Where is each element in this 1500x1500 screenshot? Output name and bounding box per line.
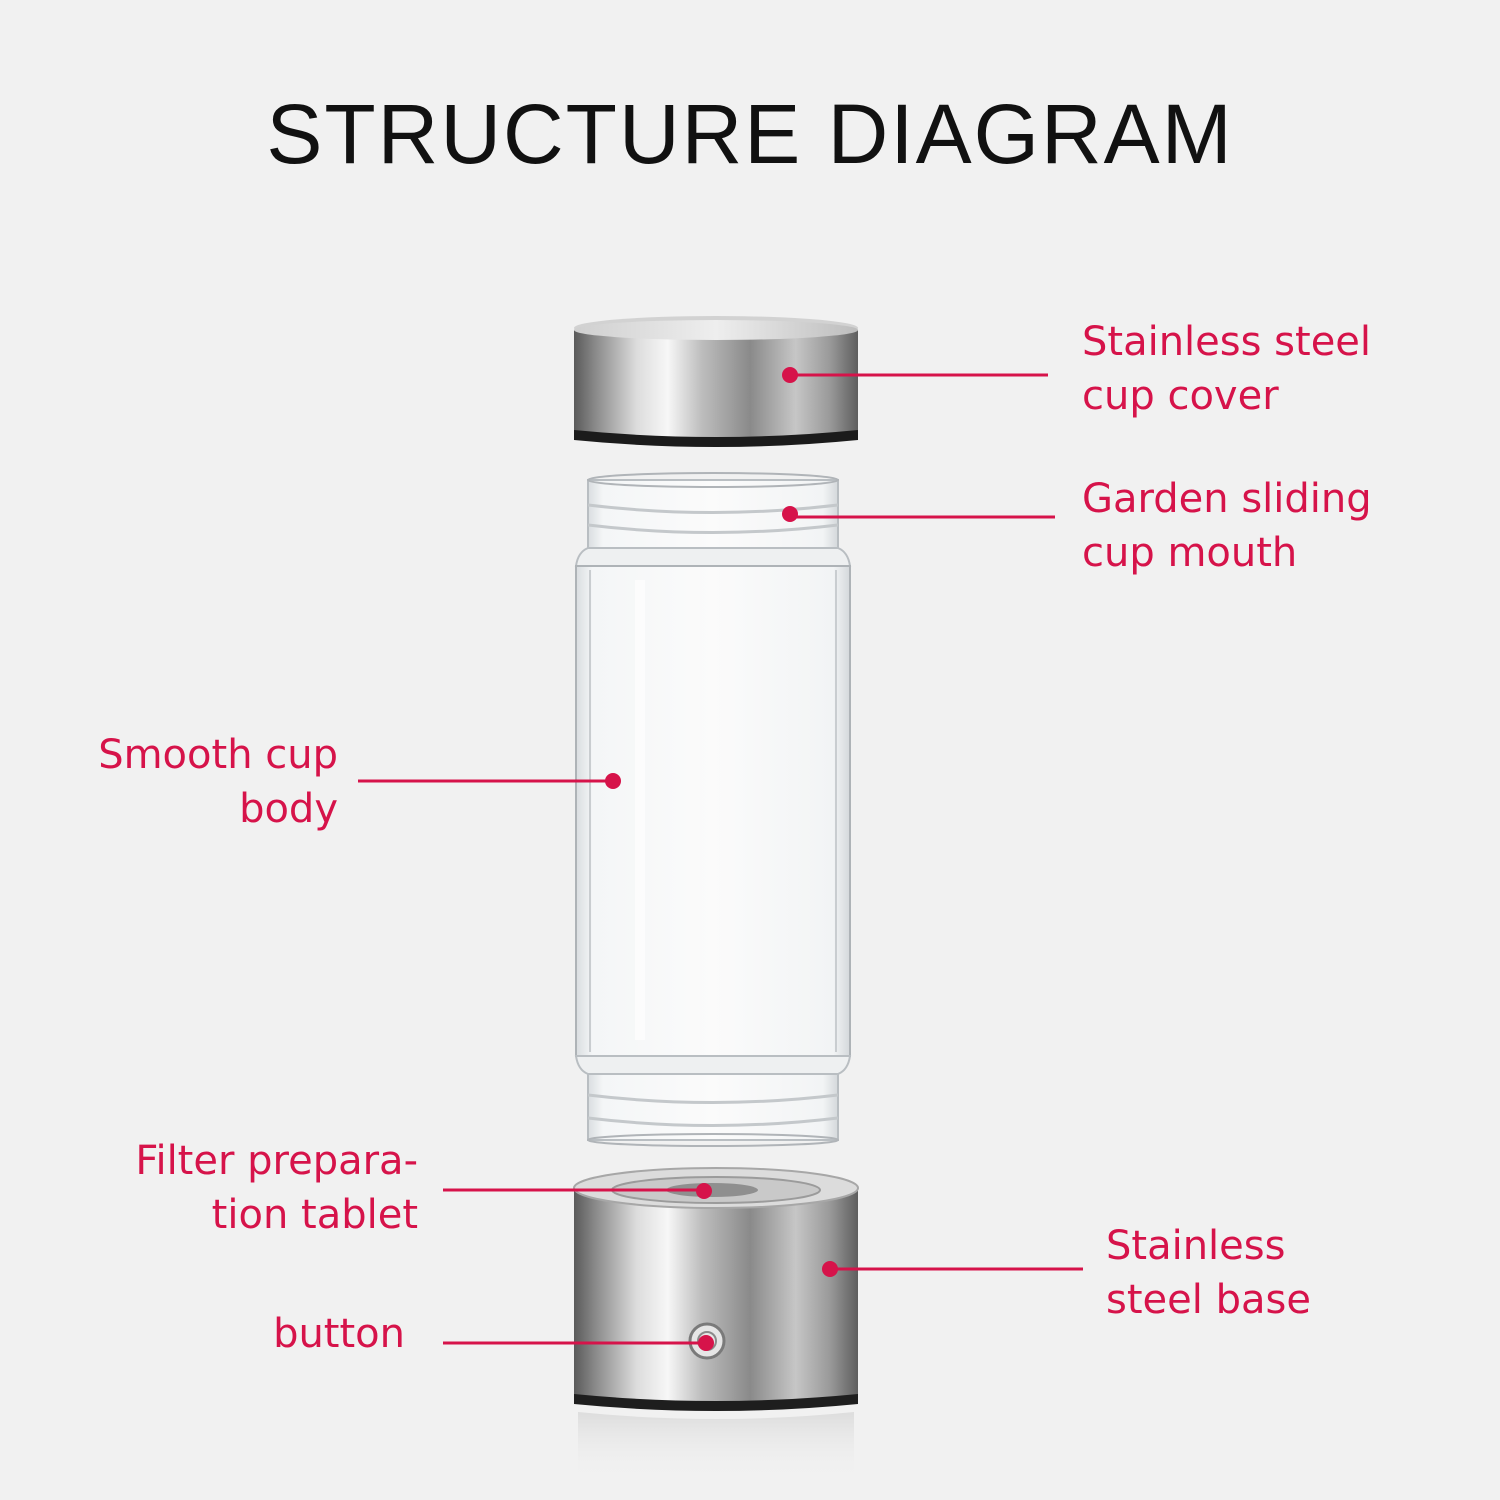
label-filter-tablet: Filter prepara- tion tablet (135, 1138, 418, 1238)
label-button: button (273, 1311, 405, 1357)
diagram-title: STRUCTURE DIAGRAM (266, 87, 1234, 181)
label-cup-body: Smooth cup body (98, 732, 338, 832)
cup-cover (574, 316, 858, 447)
callout-leaders (358, 367, 1083, 1351)
label-cup-cover: Stainless steel cup cover (1082, 319, 1372, 419)
glass-cup-body (574, 472, 852, 1147)
steel-base (573, 1167, 859, 1480)
label-cup-mouth: Garden sliding cup mouth (1082, 476, 1372, 576)
label-steel-base: Stainless steel base (1106, 1223, 1311, 1323)
